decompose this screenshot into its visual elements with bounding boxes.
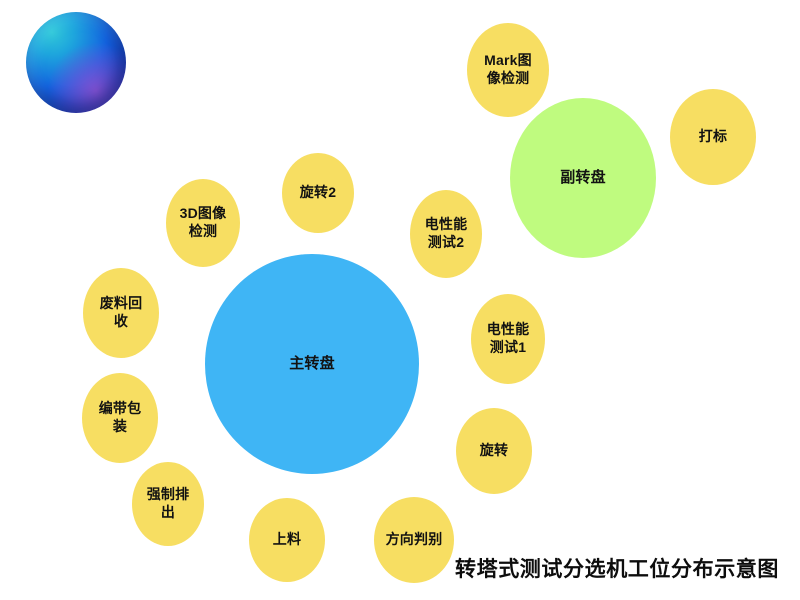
station-label: 废料回 收: [99, 295, 143, 329]
station-label: 旋转2: [299, 184, 337, 201]
station-label: 主转盘: [289, 355, 335, 373]
station-label: 强制排 出: [146, 486, 190, 520]
station-bubble-marking[interactable]: 打标: [670, 89, 756, 185]
station-label: 3D图像 检测: [179, 205, 227, 239]
station-label: 编带包 装: [98, 400, 142, 434]
station-label: 旋转: [479, 442, 509, 459]
station-bubble-sub-turntable[interactable]: 副转盘: [510, 98, 656, 258]
station-bubble-tape-packaging[interactable]: 编带包 装: [82, 373, 158, 463]
station-label: 电性能 测试1: [486, 321, 530, 355]
station-label: Mark图 像检测: [484, 52, 532, 86]
diagram-caption: 转塔式测试分选机工位分布示意图: [455, 558, 779, 581]
station-label: 副转盘: [560, 169, 606, 187]
station-label: 打标: [698, 128, 728, 145]
station-bubble-rotate-2[interactable]: 旋转2: [282, 153, 354, 233]
station-bubble-loading[interactable]: 上料: [249, 498, 325, 582]
station-bubble-direction-discrimination[interactable]: 方向判别: [374, 497, 454, 583]
station-bubble-mark-image-inspection[interactable]: Mark图 像检测: [467, 23, 549, 117]
gradient-sphere-logo-icon: [26, 12, 126, 113]
station-bubble-main-turntable[interactable]: 主转盘: [205, 254, 419, 474]
station-label: 方向判别: [385, 531, 443, 548]
station-bubble-electrical-test-1[interactable]: 电性能 测试1: [471, 294, 545, 384]
station-label: 上料: [272, 531, 302, 548]
station-bubble-forced-ejection[interactable]: 强制排 出: [132, 462, 204, 546]
station-bubble-electrical-test-2[interactable]: 电性能 测试2: [410, 190, 482, 278]
station-bubble-3d-image-inspection[interactable]: 3D图像 检测: [166, 179, 240, 267]
station-bubble-rotate[interactable]: 旋转: [456, 408, 532, 494]
station-label: 电性能 测试2: [424, 216, 468, 250]
station-bubble-scrap-recovery[interactable]: 废料回 收: [83, 268, 159, 358]
